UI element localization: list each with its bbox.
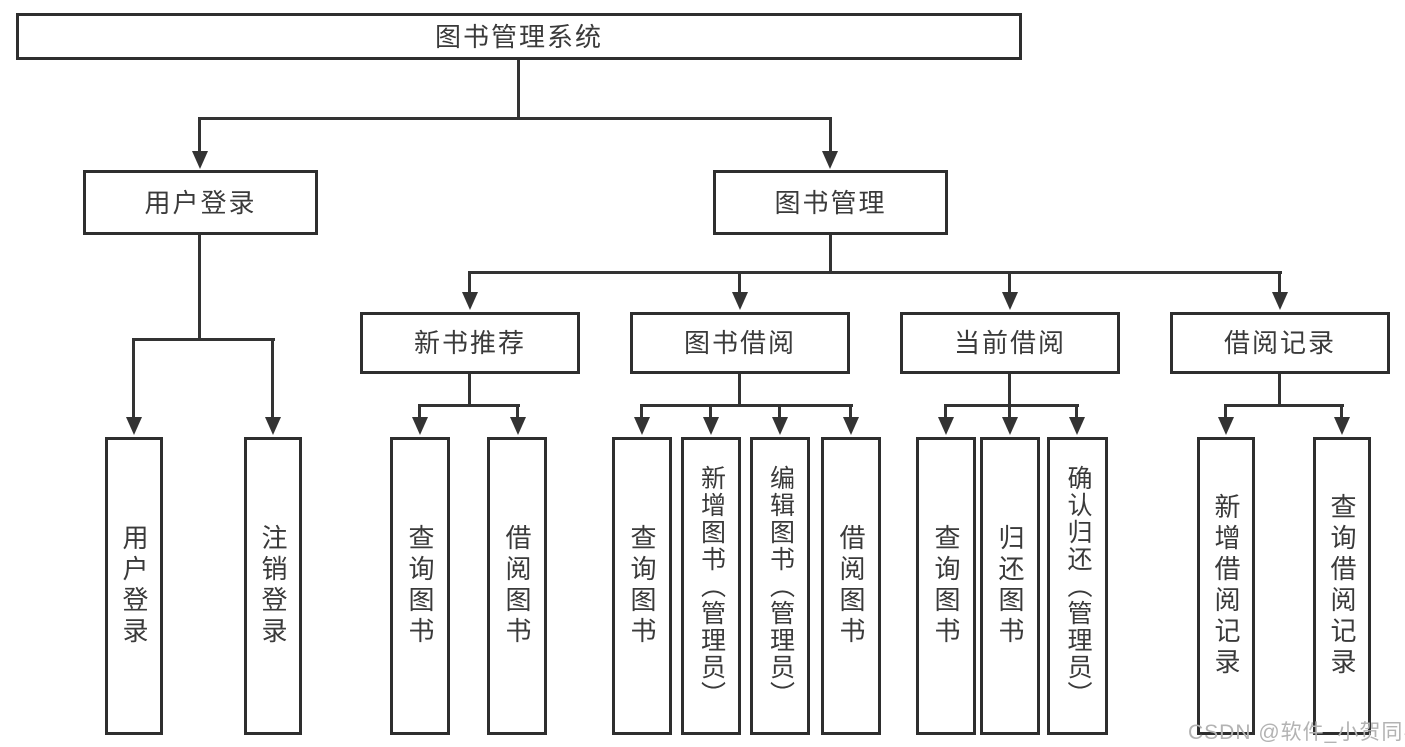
arrowhead [1002, 292, 1018, 310]
connector-line [516, 407, 519, 418]
connector-line [738, 274, 741, 292]
connector-line [849, 407, 852, 418]
arrowhead [265, 417, 281, 435]
node-new-book-recommend: 新书推荐 [360, 312, 580, 374]
arrowhead [1069, 417, 1085, 435]
leaf-logout-login: 注销登录 [244, 437, 302, 735]
node-user-login: 用户登录 [83, 170, 318, 235]
connector-line [1075, 407, 1078, 418]
arrowhead [1272, 292, 1288, 310]
connector-line [738, 374, 741, 404]
connector-line [944, 407, 947, 418]
arrowhead [126, 417, 142, 435]
arrowhead [192, 151, 208, 169]
arrowhead [412, 417, 428, 435]
connector-line [1224, 404, 1344, 407]
connector-line [468, 374, 471, 404]
leaf-query-books-recommend: 查询图书 [390, 437, 450, 735]
connector-line [132, 338, 275, 341]
node-current-borrow: 当前借阅 [900, 312, 1120, 374]
connector-line [198, 117, 832, 120]
connector-line [829, 235, 832, 273]
connector-line [1278, 374, 1281, 404]
leaf-borrow-books-borrow: 借阅图书 [821, 437, 881, 735]
leaf-return-book: 归还图书 [980, 437, 1040, 735]
arrowhead [938, 417, 954, 435]
arrowhead [1334, 417, 1350, 435]
connector-line [198, 120, 201, 151]
arrowhead [1002, 417, 1018, 435]
node-borrow-records: 借阅记录 [1170, 312, 1390, 374]
leaf-edit-book-admin: 编辑图书（管理员） [750, 437, 810, 735]
leaf-query-borrow-record: 查询借阅记录 [1313, 437, 1371, 735]
connector-line [778, 407, 781, 418]
connector-line [944, 404, 1079, 407]
leaf-query-books-current: 查询图书 [916, 437, 976, 735]
node-book-management: 图书管理 [713, 170, 948, 235]
arrowhead [732, 292, 748, 310]
connector-line [640, 407, 643, 418]
connector-line [1008, 374, 1011, 404]
arrowhead [822, 151, 838, 169]
connector-line [1008, 407, 1011, 418]
connector-line [468, 274, 471, 292]
leaf-query-books-borrow: 查询图书 [612, 437, 672, 735]
connector-line [709, 407, 712, 418]
connector-line [418, 407, 421, 418]
arrowhead [462, 292, 478, 310]
arrowhead [843, 417, 859, 435]
connector-line [271, 341, 274, 417]
connector-line [1340, 407, 1343, 418]
arrowhead [634, 417, 650, 435]
arrowhead [772, 417, 788, 435]
connector-line [1278, 274, 1281, 292]
connector-line [418, 404, 520, 407]
connector-line [132, 341, 135, 417]
leaf-user-login: 用户登录 [105, 437, 163, 735]
arrowhead [1218, 417, 1234, 435]
connector-line [1008, 274, 1011, 292]
watermark: CSDN @软件_小贺同学 [1188, 721, 1405, 744]
connector-line [468, 271, 1282, 274]
arrowhead [510, 417, 526, 435]
connector-line [198, 235, 201, 341]
connector-line [1224, 407, 1227, 418]
connector-line [517, 60, 520, 120]
leaf-confirm-return-admin: 确认归还（管理员） [1047, 437, 1108, 735]
leaf-add-book-admin: 新增图书（管理员） [681, 437, 741, 735]
connector-line [829, 120, 832, 151]
leaf-add-borrow-record: 新增借阅记录 [1197, 437, 1255, 735]
node-library-system: 图书管理系统 [16, 13, 1022, 60]
node-book-borrow: 图书借阅 [630, 312, 850, 374]
arrowhead [703, 417, 719, 435]
leaf-borrow-books-recommend: 借阅图书 [487, 437, 547, 735]
connector-line [640, 404, 853, 407]
